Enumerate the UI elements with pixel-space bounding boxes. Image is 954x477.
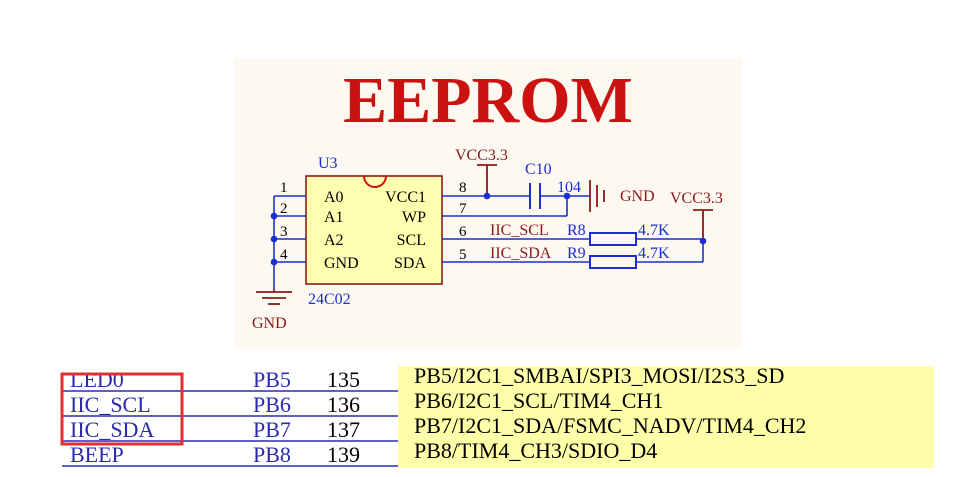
resistor-network <box>589 232 704 269</box>
gnd-bottom-label: GND <box>252 315 287 332</box>
pin-number-2: 2 <box>280 201 288 217</box>
left-junctions <box>270 212 278 266</box>
table-signal: BEEP <box>70 442 124 467</box>
table-port: PB6 <box>253 392 291 417</box>
vcc-top-symbol <box>477 164 497 196</box>
net-label-scl: IIC_SCL <box>490 222 549 239</box>
gnd-right-label: GND <box>620 188 655 205</box>
gnd-bottom-symbol <box>256 290 292 305</box>
pin-name-scl: SCL <box>397 232 426 249</box>
iic-highlight-box <box>60 372 184 446</box>
table-pin: 139 <box>327 442 360 467</box>
net-label-sda: IIC_SDA <box>490 245 552 262</box>
table-function: PB7/I2C1_SDA/FSMC_NADV/TIM4_CH2 <box>414 413 806 438</box>
cap-junction <box>563 192 571 200</box>
table-port: PB7 <box>253 417 291 442</box>
vcc-right-symbol <box>693 209 713 240</box>
pin-name-a0: A0 <box>324 189 344 206</box>
schematic-title: EEPROM <box>343 64 633 137</box>
table-function: PB5/I2C1_SMBAI/SPI3_MOSI/I2S3_SD <box>414 363 784 388</box>
vcc-top-junction <box>483 192 491 200</box>
resistor-r9-ref: R9 <box>567 245 586 262</box>
chip-notch <box>363 175 387 188</box>
pin-number-1: 1 <box>280 180 288 196</box>
pin-name-a1: A1 <box>324 209 344 226</box>
table-pin: 137 <box>327 417 360 442</box>
pin-number-6: 6 <box>459 224 467 240</box>
pin-number-7: 7 <box>459 201 467 217</box>
pin-number-3: 3 <box>280 224 288 240</box>
chip-part: 24C02 <box>308 291 351 308</box>
table-function: PB8/TIM4_CH3/SDIO_D4 <box>414 438 657 463</box>
pin-table-function-bg <box>398 366 934 468</box>
table-signal: IIC_SDA <box>70 417 154 442</box>
vcc-top-label: VCC3.3 <box>455 147 508 164</box>
pullup-junction <box>699 237 707 245</box>
pin-name-gnd: GND <box>324 255 359 272</box>
chip-ref: U3 <box>318 155 338 172</box>
table-signal: LED0 <box>70 367 124 392</box>
chip-body <box>305 175 443 285</box>
vcc-right-label: VCC3.3 <box>670 190 723 207</box>
pin-number-5: 5 <box>459 247 467 263</box>
capacitor-ref: C10 <box>525 161 552 178</box>
resistor-r8-ref: R8 <box>567 222 586 239</box>
left-pin-lines <box>273 195 306 290</box>
capacitor-value: 104 <box>557 179 581 196</box>
table-port: PB8 <box>253 442 291 467</box>
resistor-r8-value: 4.7K <box>638 222 670 239</box>
table-pin: 136 <box>327 392 360 417</box>
table-port: PB5 <box>253 367 291 392</box>
pin-name-sda: SDA <box>394 255 426 272</box>
pin-table: LED0 PB5 135 PB5/I2C1_SMBAI/SPI3_MOSI/I2S3_… <box>62 363 806 467</box>
pin-name-vcc1: VCC1 <box>385 189 426 206</box>
pin-name-a2: A2 <box>324 232 344 249</box>
table-pin: 135 <box>327 367 360 392</box>
table-function: PB6/I2C1_SCL/TIM4_CH1 <box>414 388 663 413</box>
pin-name-wp: WP <box>402 209 426 226</box>
pin-number-4: 4 <box>280 247 288 263</box>
gnd-right-symbol <box>589 180 605 212</box>
table-signal: IIC_SCL <box>70 392 151 417</box>
pin-number-8: 8 <box>459 180 467 196</box>
resistor-r9-value: 4.7K <box>638 245 670 262</box>
